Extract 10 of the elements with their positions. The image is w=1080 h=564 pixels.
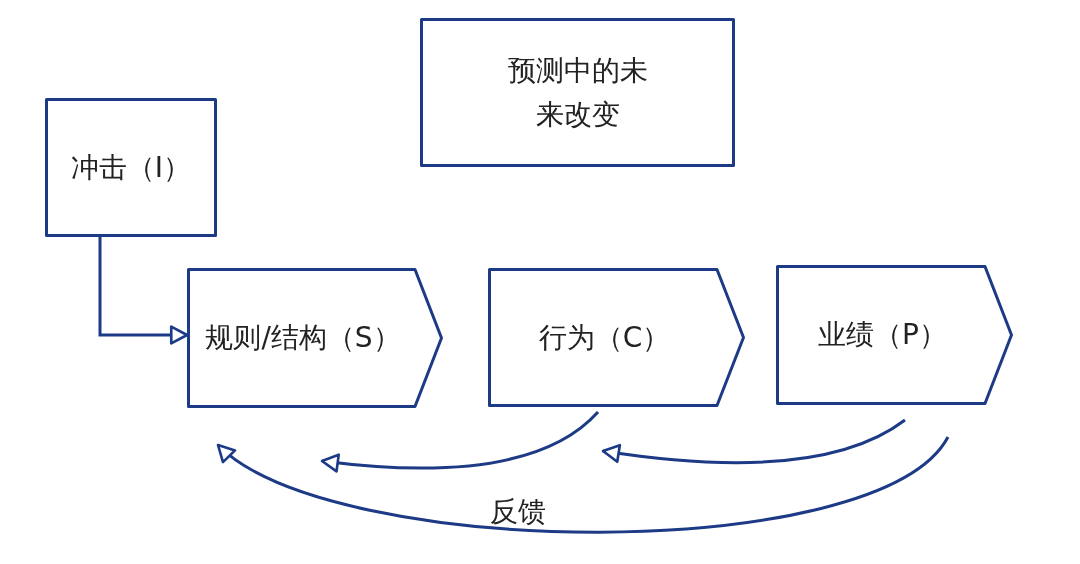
arrow: [216, 436, 950, 534]
box-label: 规则/结构（S）: [205, 320, 401, 357]
feedback-label: 反馈: [490, 494, 546, 530]
box-label: 行为（C）: [538, 319, 671, 356]
arrow: [601, 418, 906, 465]
box-label: 冲击（I）: [70, 149, 192, 186]
box-label: 预测中的未来改变: [506, 53, 649, 133]
arrow: [320, 410, 600, 473]
box-label: 业绩（P）: [818, 317, 947, 354]
arrow: [98, 237, 189, 345]
